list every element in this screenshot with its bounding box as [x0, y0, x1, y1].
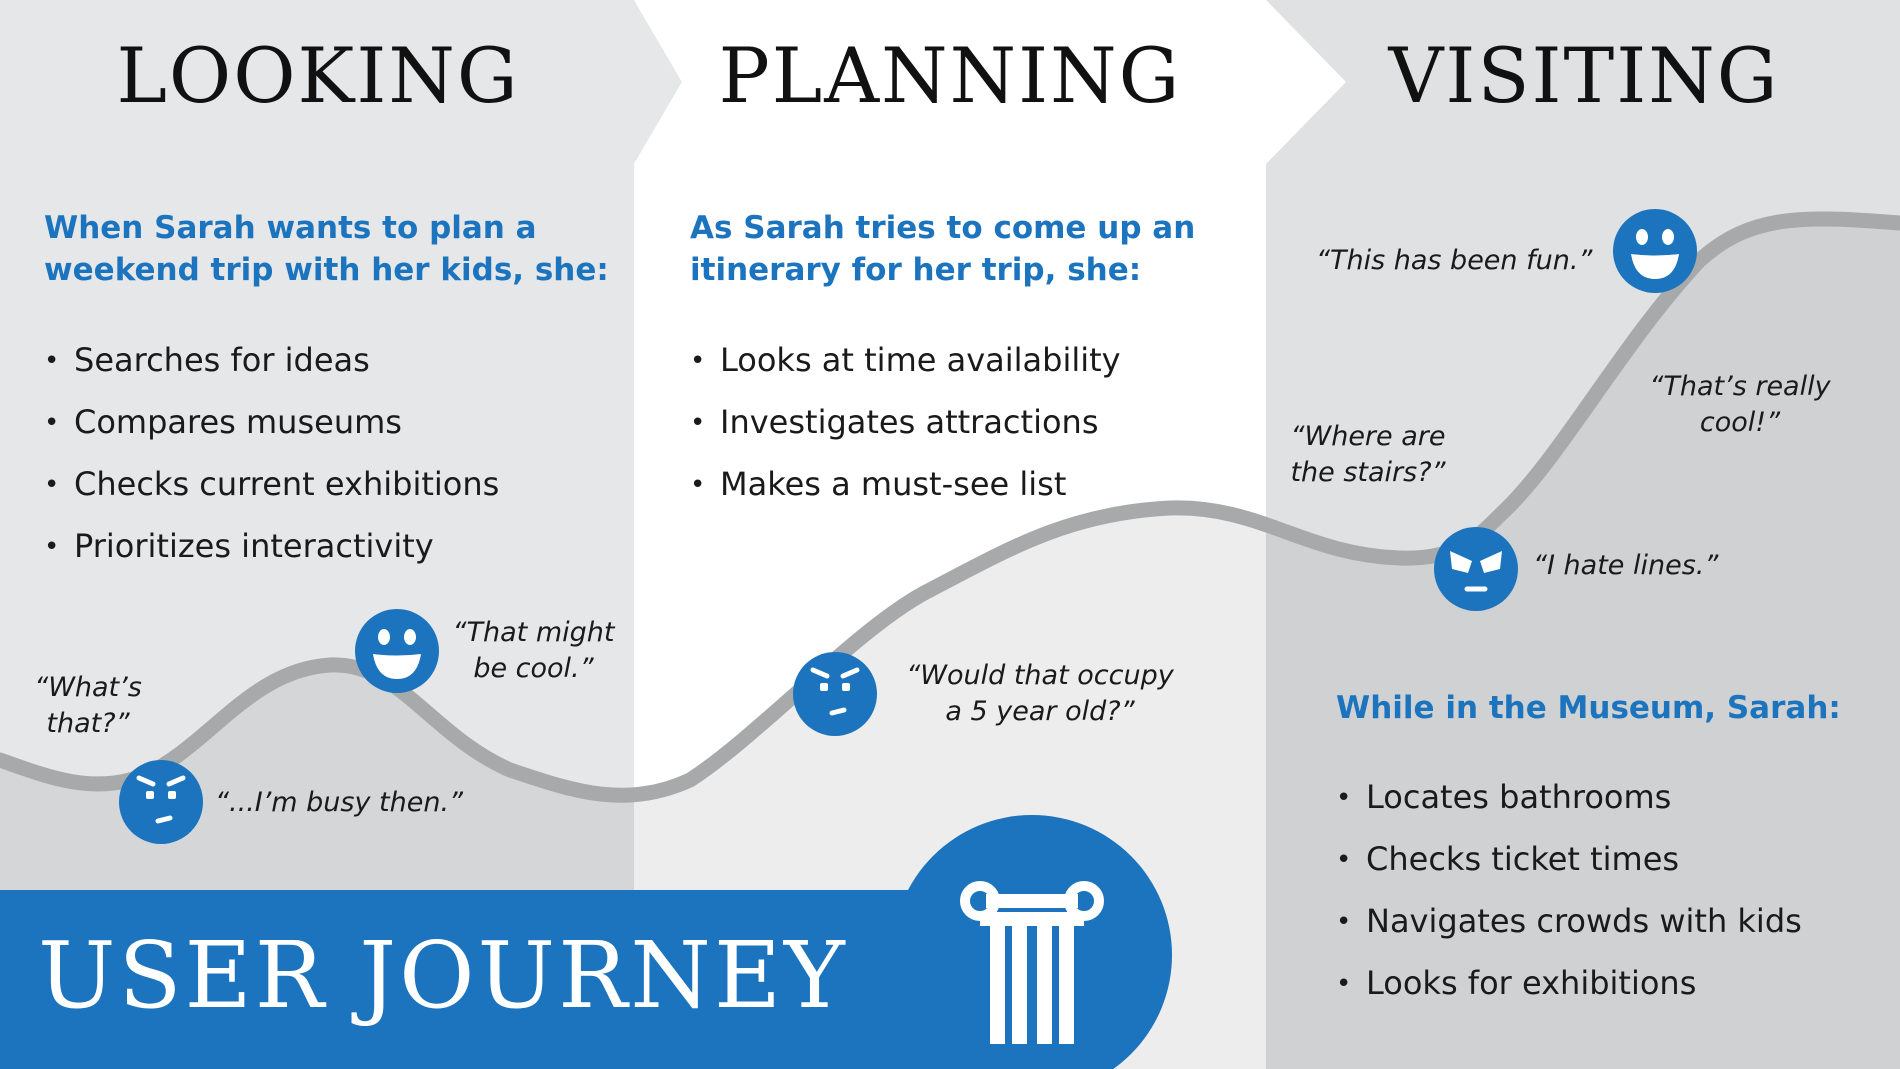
intro-line: weekend trip with her kids, she: — [44, 252, 609, 288]
quote-really-cool: “That’s really cool!” — [1640, 369, 1840, 441]
quote-where-stairs: “Where are the stairs?” — [1278, 419, 1458, 491]
skeptical-face-icon — [793, 652, 877, 736]
quote-hate-lines: “I hate lines.” — [1533, 548, 1718, 584]
quote-line: “Would that occupy — [906, 660, 1174, 691]
quote-line: “What’s — [34, 672, 142, 703]
phase-title-visiting: VISITING — [1388, 31, 1780, 120]
phase-title-planning: PLANNING — [718, 31, 1182, 120]
annoyed-face-icon — [119, 760, 203, 844]
angry-face-icon — [1434, 527, 1518, 611]
quote-line: “That’s really — [1649, 371, 1831, 402]
intro-line: As Sarah tries to come up an — [690, 210, 1196, 246]
phase-list-visiting: Locates bathrooms Checks ticket times Na… — [1336, 767, 1802, 1015]
quote-line: that?” — [46, 708, 130, 739]
quote-line: cool!” — [1699, 407, 1781, 438]
quote-been-fun: “This has been fun.” — [1316, 243, 1592, 279]
list-item: Prioritizes interactivity — [44, 516, 499, 578]
quote-line: “Where are — [1290, 421, 1446, 452]
list-item: Locates bathrooms — [1336, 767, 1802, 829]
phase-list-planning: Looks at time availability Investigates … — [690, 330, 1121, 516]
phase-title-looking: LOOKING — [116, 31, 520, 120]
quote-line: a 5 year old?” — [945, 696, 1135, 727]
quote-line: “That might — [452, 617, 615, 648]
list-item: Checks ticket times — [1336, 829, 1802, 891]
intro-line: While in the Museum, Sarah: — [1336, 690, 1841, 726]
quote-whats-that: “What’s that?” — [28, 670, 148, 742]
list-item: Navigates crowds with kids — [1336, 891, 1802, 953]
quote-busy-then: “...I’m busy then.” — [215, 785, 463, 821]
intro-line: itinerary for her trip, she: — [690, 252, 1142, 288]
list-item: Compares museums — [44, 392, 499, 454]
banner-circle — [892, 815, 1172, 1069]
phase-list-looking: Searches for ideas Compares museums Chec… — [44, 330, 499, 578]
banner-bar — [0, 890, 960, 1069]
journey-curve — [0, 211, 1900, 803]
list-item: Investigates attractions — [690, 392, 1121, 454]
phase-intro-looking: When Sarah wants to plan a weekend trip … — [44, 207, 609, 291]
intro-line: When Sarah wants to plan a — [44, 210, 537, 246]
happy-face-icon — [355, 609, 439, 693]
happy-face-icon — [1613, 209, 1697, 293]
quote-line: “...I’m busy then.” — [215, 787, 464, 818]
quote-line: be cool.” — [473, 653, 594, 684]
banner-title: USER JOURNEY — [38, 922, 848, 1029]
quote-line: the stairs?” — [1290, 457, 1446, 488]
phase-intro-visiting: While in the Museum, Sarah: — [1336, 687, 1841, 729]
list-item: Makes a must-see list — [690, 454, 1121, 516]
list-item: Checks current exhibitions — [44, 454, 499, 516]
phase-intro-planning: As Sarah tries to come up an itinerary f… — [690, 207, 1195, 291]
list-item: Looks at time availability — [690, 330, 1121, 392]
panel-planning — [634, 0, 1346, 1069]
list-item: Looks for exhibitions — [1336, 953, 1802, 1015]
quote-might-be-cool: “That might be cool.” — [446, 615, 621, 687]
quote-line: “This has been fun.” — [1316, 245, 1593, 276]
quote-line: “I hate lines.” — [1533, 550, 1719, 581]
list-item: Searches for ideas — [44, 330, 499, 392]
column-icon — [960, 881, 1104, 1044]
quote-occupy-5-year-old: “Would that occupy a 5 year old?” — [890, 658, 1190, 730]
